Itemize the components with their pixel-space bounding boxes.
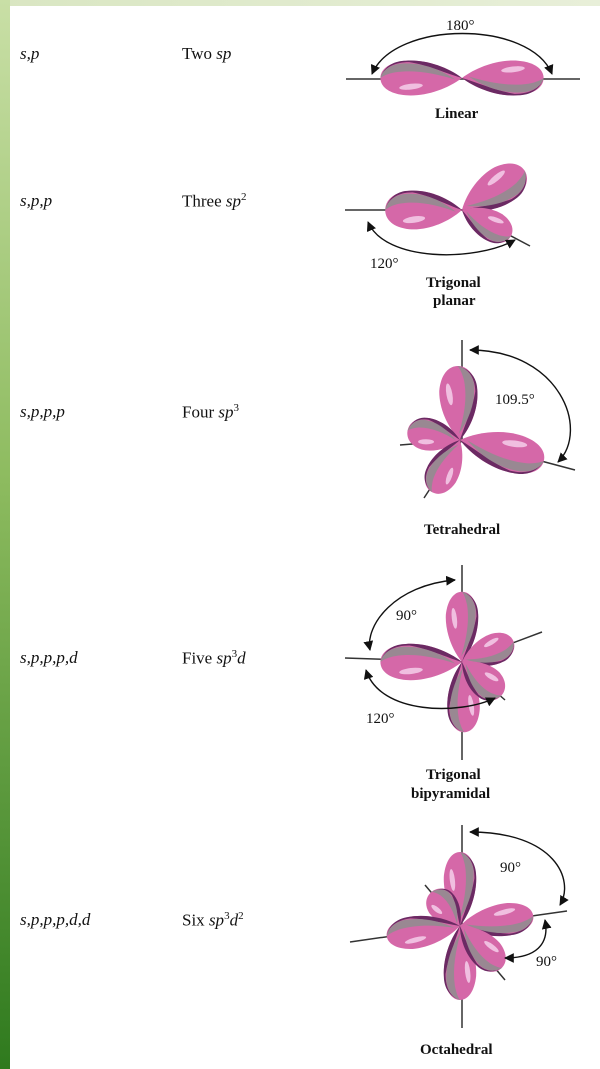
angle-120: 120° <box>370 256 399 272</box>
label-linear: Linear <box>435 106 479 122</box>
angle-90b: 90° <box>536 954 557 970</box>
tbp-diagram: 90° 120° Trigonal bipyramidal <box>345 565 542 802</box>
trigonal-planar-diagram: 120° Trigonal planar <box>345 155 535 309</box>
label-trigonal-b: Trigonal <box>426 767 481 783</box>
angle-120b: 120° <box>366 711 395 727</box>
angle-90a: 90° <box>500 860 521 876</box>
label-planar: planar <box>433 293 476 309</box>
label-octahedral: Octahedral <box>420 1042 493 1058</box>
linear-diagram: 180° Linear <box>346 18 580 122</box>
label-bipyramidal: bipyramidal <box>411 786 490 802</box>
octahedral-diagram: 90° 90° Octahedral <box>350 825 567 1058</box>
label-tetrahedral: Tetrahedral <box>424 522 500 538</box>
angle-180: 180° <box>446 18 475 34</box>
angle-109: 109.5° <box>495 392 535 408</box>
tetrahedral-diagram: 109.5° Tetrahedral <box>400 340 575 538</box>
label-trigonal: Trigonal <box>426 275 481 291</box>
angle-90: 90° <box>396 608 417 624</box>
